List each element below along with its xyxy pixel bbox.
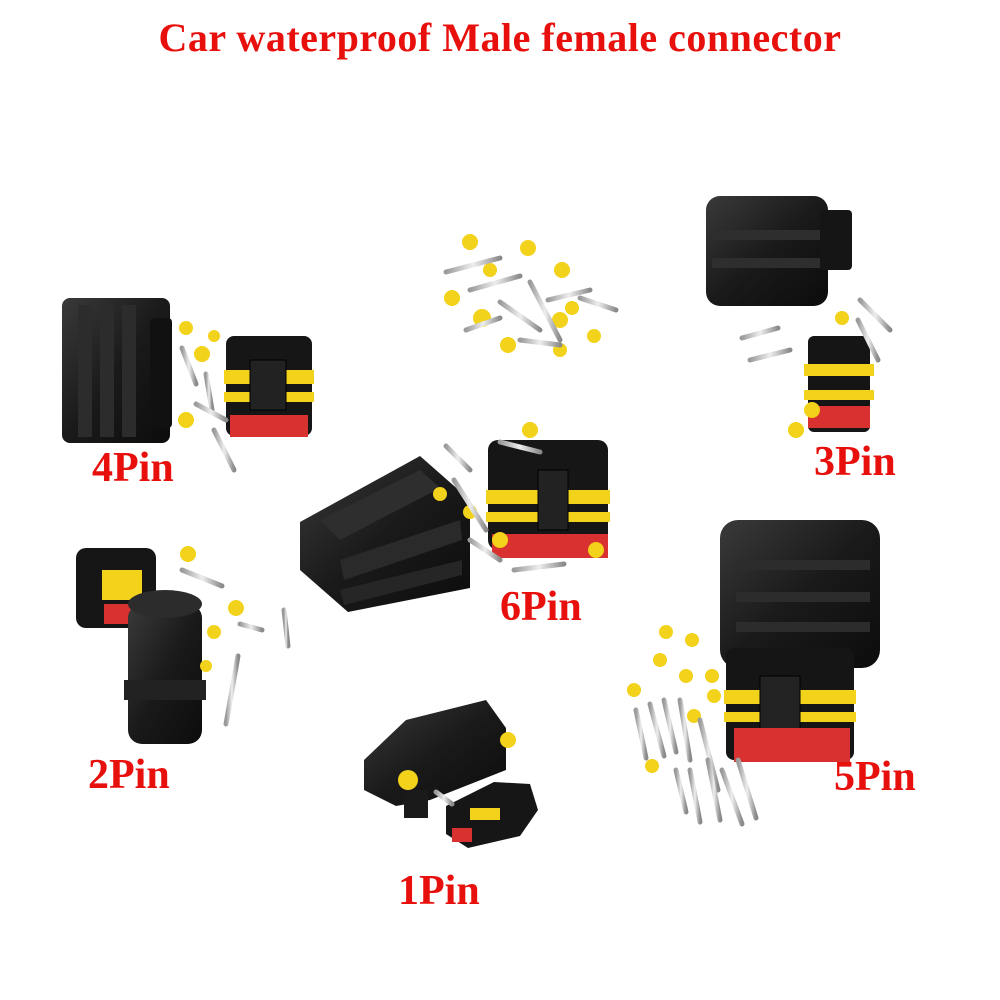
seals-4pin: [178, 321, 220, 428]
terminals-3pin: [739, 297, 893, 363]
terminals-5pin: [633, 697, 759, 827]
terminals-2pin: [179, 567, 291, 727]
connector-3pin-male: [706, 196, 852, 306]
seals-5pin: [627, 625, 721, 773]
terminals-loose-top: [443, 255, 619, 348]
connector-4pin-male: [62, 298, 172, 443]
terminals-1pin: [433, 789, 455, 807]
connector-6pin-female: [486, 440, 610, 558]
page-title: Car waterproof Male female connector: [158, 15, 842, 60]
terminals-4pin: [179, 345, 237, 473]
label-4pin: 4Pin: [92, 445, 174, 491]
label-5pin: 5Pin: [834, 754, 916, 800]
connector-1pin-female: [446, 782, 538, 848]
label-6pin: 6Pin: [500, 584, 582, 630]
label-3pin: 3Pin: [814, 439, 896, 485]
seals-2pin: [180, 546, 244, 672]
seals-1pin: [398, 732, 516, 790]
seals-3pin: [788, 311, 849, 438]
connector-4pin-female: [224, 336, 314, 437]
label-1pin: 1Pin: [398, 868, 480, 914]
connector-2pin-male: [124, 590, 206, 744]
connector-5pin-female: [724, 648, 856, 762]
connector-3pin-female: [804, 336, 874, 432]
connector-5pin-male: [720, 520, 880, 668]
connector-6pin-male: [300, 456, 470, 612]
label-2pin: 2Pin: [88, 752, 170, 798]
terminals-6pin: [443, 439, 567, 573]
seals-loose-top: [444, 234, 601, 357]
